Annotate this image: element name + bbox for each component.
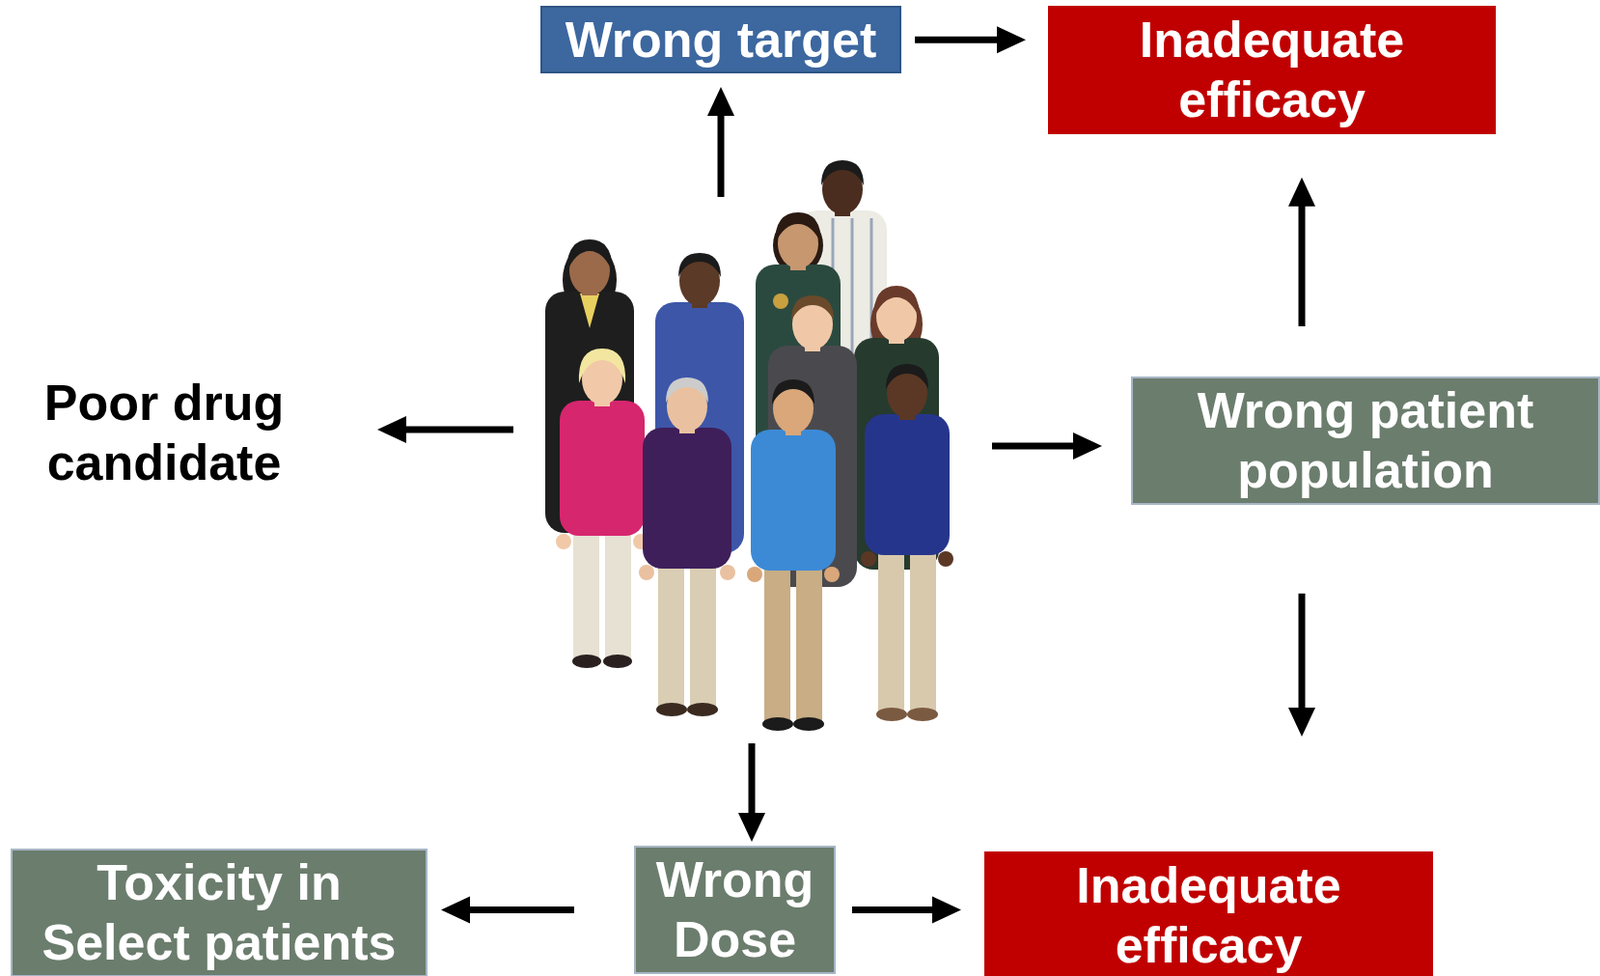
box-text: Inadequate efficacy	[1035, 855, 1383, 976]
illustration-arrow	[707, 86, 735, 197]
illustration-part	[566, 239, 613, 273]
illustration-part	[885, 363, 929, 389]
illustration-part	[878, 537, 905, 715]
illustration-part	[719, 564, 736, 580]
illustration-part	[992, 442, 1077, 450]
arrow-head	[1288, 177, 1316, 207]
arrow-head	[996, 26, 1026, 54]
illustration-part	[1073, 432, 1103, 460]
box-text: Wrong Dose	[638, 849, 832, 970]
illustration-part	[559, 400, 645, 536]
illustration-part	[796, 552, 823, 724]
arrow-head	[1288, 707, 1316, 737]
arrow-connector	[852, 895, 962, 923]
illustration-part	[824, 566, 840, 582]
box-text: Inadequate efficacy	[1098, 9, 1446, 131]
illustration-part	[876, 707, 908, 721]
illustration-part	[687, 702, 718, 717]
illustration-part	[689, 551, 717, 710]
illustration-part	[678, 252, 721, 277]
arrow-connector	[441, 895, 575, 923]
illustration-part	[821, 160, 864, 186]
illustration-part	[573, 524, 600, 662]
illustration-part	[579, 348, 626, 384]
illustration-part	[793, 717, 825, 731]
illustration-part	[762, 717, 794, 731]
arrow-shaft	[1298, 202, 1306, 327]
cause-box: Wrong target	[540, 5, 902, 74]
box-text: Wrong target	[544, 9, 898, 70]
outcome-box: Inadequate efficacy	[1048, 5, 1496, 135]
illustration-part	[910, 537, 937, 715]
illustration-part	[772, 293, 789, 309]
illustration-part	[572, 654, 602, 668]
outcome-box: Inadequate efficacy	[984, 851, 1434, 976]
person-figure	[746, 379, 840, 731]
illustration-part	[658, 551, 685, 710]
outcome-label: Poor drug candidate	[19, 372, 309, 494]
illustration-part	[746, 566, 763, 582]
illustration-part	[937, 551, 954, 567]
arrow-connector	[1288, 177, 1316, 327]
cause-box: Wrong patient population	[1131, 376, 1600, 505]
illustration-part	[665, 377, 709, 403]
arrow-shaft	[852, 906, 937, 913]
illustration-part	[864, 413, 950, 555]
illustration-part	[555, 533, 572, 550]
illustration-part	[579, 293, 600, 329]
illustration-part	[873, 285, 920, 319]
illustration-part	[750, 429, 836, 571]
illustration-part	[907, 707, 938, 721]
arrow-shaft	[466, 906, 575, 913]
arrow-shaft	[1298, 593, 1306, 712]
illustration-arrow	[377, 415, 514, 443]
illustration-part	[605, 524, 632, 662]
person-figure	[555, 348, 649, 668]
illustration-part	[377, 415, 407, 443]
box-text: Wrong patient population	[1143, 380, 1588, 501]
arrow-head	[932, 895, 962, 923]
illustration-part	[603, 654, 633, 668]
illustration-arrow	[738, 743, 766, 842]
illustration-part	[638, 564, 655, 580]
box-text: Toxicity in Select patients	[26, 852, 413, 973]
illustration-part	[791, 295, 834, 321]
illustration-part	[860, 551, 877, 567]
illustration-part	[764, 552, 791, 724]
illustration-arrow	[992, 432, 1103, 460]
illustration-part	[748, 743, 756, 817]
illustration-part	[642, 427, 732, 569]
arrow-connector	[1288, 593, 1316, 737]
arrow-connector	[914, 26, 1026, 54]
illustration-part	[707, 86, 735, 116]
arrow-shaft	[914, 36, 1001, 44]
illustration-part	[717, 111, 725, 197]
illustration-part	[656, 702, 688, 717]
cause-box: Wrong Dose	[634, 845, 836, 974]
person-figure	[860, 363, 954, 721]
outcome-box: Toxicity in Select patients	[10, 848, 428, 976]
arrow-head	[441, 895, 470, 923]
illustration-part	[772, 379, 815, 405]
illustration-part	[402, 426, 514, 434]
person-figure	[638, 377, 736, 717]
illustration-part	[774, 212, 822, 244]
illustration-part	[738, 812, 766, 842]
